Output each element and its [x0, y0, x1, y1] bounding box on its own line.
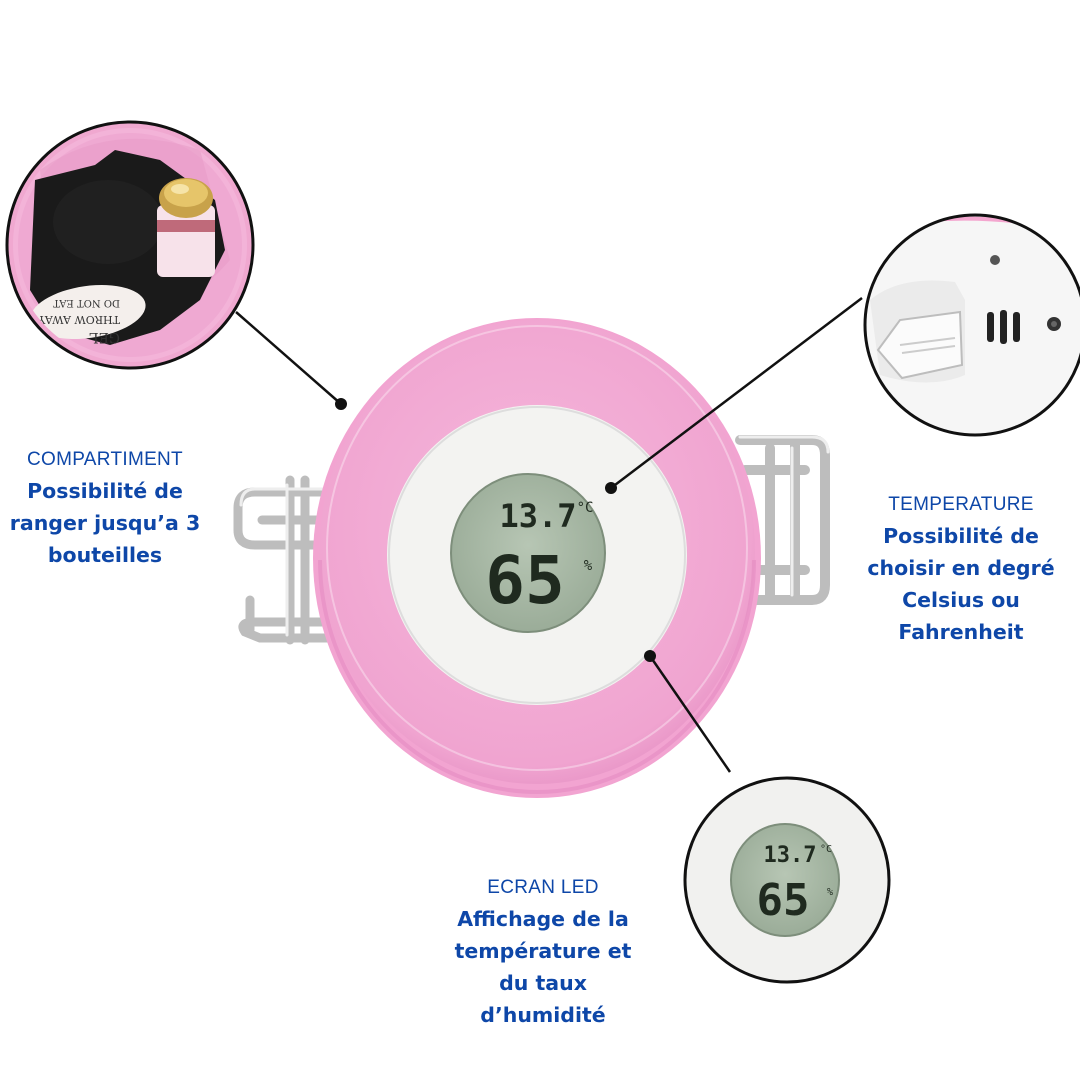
ecran-heading: ECRAN LED [487, 877, 599, 898]
zoom-lcd-humidity: 65 [757, 875, 810, 926]
lcd-temperature: 13.7 [499, 497, 576, 535]
zoom-lcd-temp-unit: °C [820, 844, 832, 855]
callout-lines [235, 297, 863, 773]
compartiment-heading: COMPARTIMENT [27, 449, 183, 470]
zoom-lcd: 13.7 °C 65 % [683, 776, 891, 984]
callout-compartiment: COMPARTIMENT Possibilité de ranger jusqu… [0, 449, 210, 571]
zoom-compartment: GEL THROW AWAY DO NOT EAT [5, 120, 255, 370]
compartment-label-line2: THROW AWAY [37, 313, 120, 326]
slide-switch [876, 310, 964, 380]
ecran-description: Affichage de la température et du taux d… [454, 907, 632, 1027]
zoom-lcd-temperature: 13.7 [764, 843, 817, 868]
compartiment-description: Possibilité de ranger jusqu’a 3 bouteill… [9, 479, 201, 567]
zoom-temperature-switch [863, 213, 1080, 437]
right-clasp [735, 435, 830, 605]
callout-ecran-led: ECRAN LED Affichage de la température et… [430, 877, 656, 1031]
lcd-screen: 13.7 °C 65 % [450, 473, 606, 633]
clasp-highlights [239, 435, 830, 637]
zoom-lcd-humidity-unit: % [827, 887, 833, 898]
lcd-temp-unit: °C [577, 500, 594, 516]
temperature-heading: TEMPERATURE [888, 494, 1034, 515]
callout-dots [335, 398, 656, 662]
callout-temperature: TEMPERATURE Possibilité de choisir en de… [850, 494, 1072, 648]
temperature-description: Possibilité de choisir en degré Celsius … [867, 524, 1055, 644]
lcd-humidity-unit: % [584, 558, 593, 574]
compartment-label-line3: DO NOT EAT [53, 297, 120, 308]
lcd-humidity: 65 [485, 542, 564, 619]
compartment-label-line1: GEL [89, 329, 120, 345]
